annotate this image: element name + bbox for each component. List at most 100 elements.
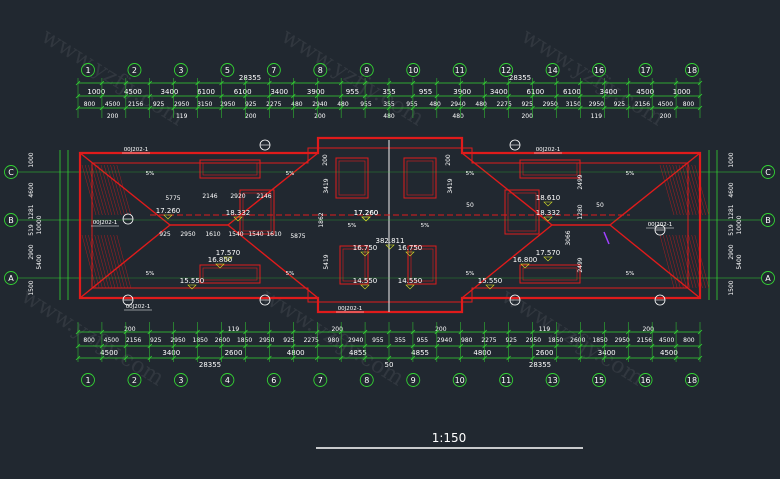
- elevation-triangle: [520, 263, 530, 269]
- dimension-value: 4800: [287, 349, 305, 357]
- room-dimension-value: 50: [466, 202, 474, 209]
- axis-bubble: [359, 373, 374, 387]
- roof-hatch: [669, 164, 684, 216]
- axis-label: A: [765, 274, 771, 283]
- roof-hatch: [691, 234, 706, 289]
- axis-bubble: [545, 63, 560, 77]
- roof-hatch: [672, 164, 687, 216]
- dimension-value: 200: [314, 113, 326, 120]
- axis-label: 11: [501, 376, 511, 385]
- dimension-value: 480: [452, 113, 464, 120]
- roof-hatch: [688, 164, 703, 216]
- dimension-value: 3900: [307, 88, 325, 96]
- axis-label: 3: [178, 66, 183, 75]
- roof-opening: [339, 245, 369, 285]
- dimension-value: 119: [228, 326, 240, 333]
- scale-label: 1:150: [432, 431, 467, 445]
- axis-label: 16: [594, 66, 604, 75]
- axis-label: C: [765, 168, 771, 177]
- roof-opening-inner: [202, 162, 258, 176]
- dimension-value: 2156: [126, 337, 141, 344]
- dimension-value: 3150: [566, 101, 581, 108]
- dimension-value: 4855: [349, 349, 367, 357]
- axis-bubble: [4, 271, 18, 285]
- dimension-value: 119: [176, 113, 188, 120]
- dimension-value: 200: [642, 326, 654, 333]
- side-dimension-value: 2900: [728, 244, 735, 259]
- dimension-value: 3400: [598, 349, 616, 357]
- dimension-value: 200: [435, 326, 447, 333]
- roof-opening: [199, 159, 261, 179]
- dimension-value: 925: [614, 101, 626, 108]
- elevation-triangle: [361, 216, 371, 222]
- detail-reference: 00J202-1: [536, 147, 561, 153]
- roof-hatch: [662, 164, 678, 216]
- dimension-value: 4500: [660, 349, 678, 357]
- dimension-value: 2156: [635, 101, 650, 108]
- room-dimension-value: 2499: [577, 257, 584, 272]
- axis-bubble: [313, 63, 328, 77]
- roof-hatch: [113, 234, 128, 289]
- roof-opening: [335, 157, 369, 199]
- dimension-value: 355: [394, 337, 406, 344]
- axis-label: 16: [640, 376, 650, 385]
- dimension-value: 925: [153, 101, 165, 108]
- elevation-triangle: [485, 284, 495, 290]
- axis-bubble: [545, 373, 560, 387]
- dimension-value: 955: [406, 101, 418, 108]
- axis-label: 4: [225, 376, 230, 385]
- dimension-value: 1850: [193, 337, 208, 344]
- dimension-value: 2275: [304, 337, 319, 344]
- detail-reference: 00J202-1: [126, 304, 151, 310]
- roof-hatch: [681, 164, 697, 216]
- room-dimension-value: 3066: [565, 230, 572, 245]
- roof-hatch: [84, 234, 100, 289]
- roof-ridge: [79, 152, 171, 226]
- room-dimension-value: 2950: [180, 231, 195, 238]
- dimension-value: 119: [591, 113, 603, 120]
- top-total-dim: 28355: [509, 74, 531, 82]
- dimension-value: 3400: [161, 88, 179, 96]
- dimension-value: 480: [291, 101, 303, 108]
- dimension-value: 925: [283, 337, 295, 344]
- axis-label: C: [8, 168, 14, 177]
- elevation-value: 15.550: [180, 277, 205, 285]
- roof-hatch: [84, 164, 100, 216]
- dimension-value: 200: [660, 113, 672, 120]
- axis-bubble: [406, 373, 421, 387]
- bottom-total-dim: 28355: [529, 361, 551, 369]
- roof-hatch: [107, 234, 122, 289]
- dimension-value: 119: [539, 326, 551, 333]
- roof-hatch: [672, 234, 687, 289]
- axis-label: 14: [548, 66, 558, 75]
- side-dimension-value: 10000: [736, 215, 743, 234]
- detail-reference: 00J202-1: [124, 147, 149, 153]
- dimension-value: 955: [372, 337, 384, 344]
- dimension-value: 1850: [548, 337, 563, 344]
- roof-hatch: [691, 164, 706, 216]
- detail-reference: 00J202-1: [338, 306, 363, 312]
- roof-opening-inner: [202, 267, 258, 281]
- dimension-value: 800: [683, 101, 695, 108]
- roof-ridge: [227, 224, 319, 299]
- dimension-value: 925: [150, 337, 162, 344]
- dimension-value: 4500: [659, 337, 674, 344]
- axis-label: 10: [455, 376, 465, 385]
- dimension-value: 800: [683, 337, 695, 344]
- dimension-value: 3150: [197, 101, 212, 108]
- room-dimension-value: 925: [159, 231, 171, 238]
- room-dimension-value: 2146: [256, 193, 271, 200]
- elevation-triangle: [360, 251, 370, 257]
- dimension-value: 800: [83, 337, 95, 344]
- dimension-value: 2950: [615, 337, 630, 344]
- dimension-value: 2156: [128, 101, 143, 108]
- roof-opening-inner: [406, 160, 434, 196]
- elevation-value: 17.570: [536, 249, 561, 257]
- elevation-value: 17.260: [354, 209, 379, 217]
- room-dimension-value: 2499: [577, 174, 584, 189]
